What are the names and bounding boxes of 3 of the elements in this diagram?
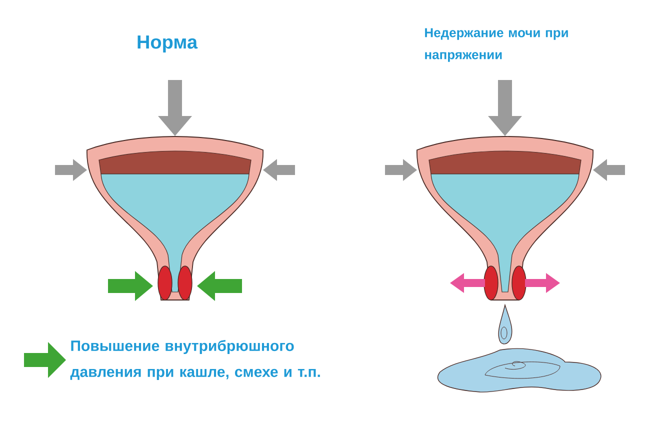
heading: Недержание мочи при напряжении	[425, 28, 568, 62]
legend-text: Повышение внутрибрюшного давления при кашле, смехе и т.п.	[70, 340, 320, 380]
heading: Норма	[138, 36, 198, 52]
